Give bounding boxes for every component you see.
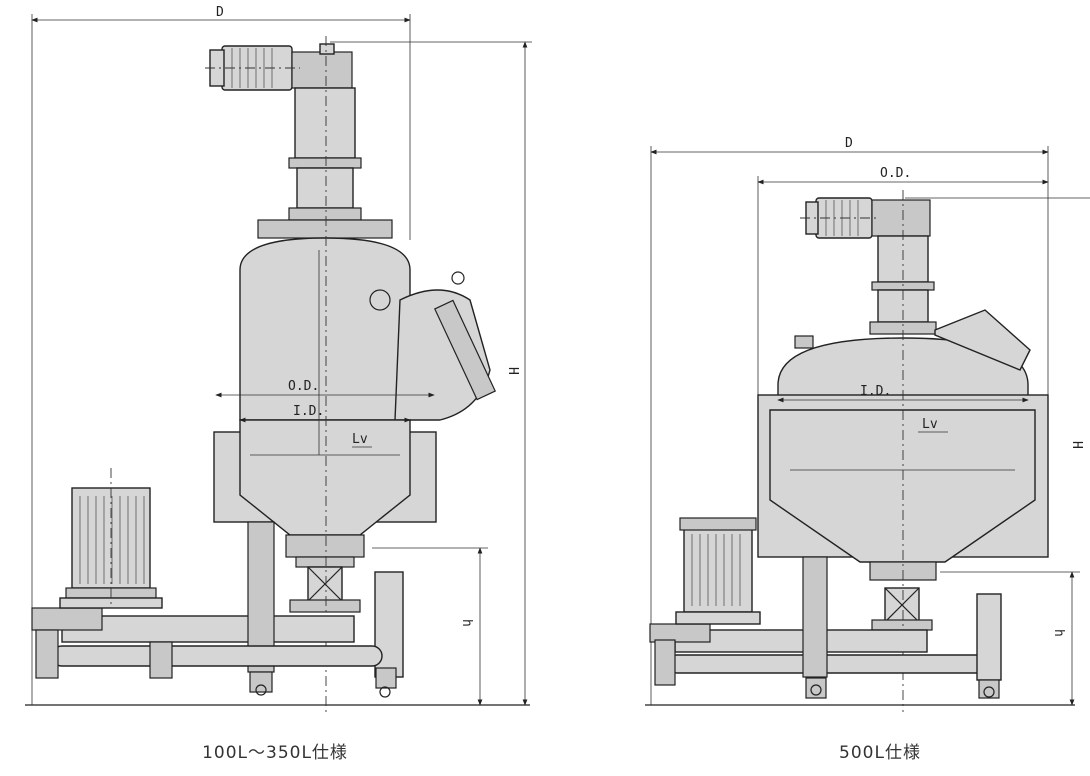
right-dim-h-upper-label: H <box>1069 441 1084 449</box>
right-dim-id-label: I.D. <box>860 384 891 399</box>
right-dim-d-label: D <box>845 136 853 151</box>
left-dim-h-upper-label: H <box>505 367 520 375</box>
left-level-label: Lv <box>352 432 368 447</box>
right-dim-h-lower-label: h <box>1051 629 1066 637</box>
left-dim-d-label: D <box>216 5 224 20</box>
left-dim-od-label: O.D. <box>288 379 319 394</box>
right-unit-drawing: D O.D. H h <box>645 136 1090 712</box>
right-dim-od-label: O.D. <box>880 166 911 181</box>
right-caption: 500L仕様 <box>839 743 921 763</box>
left-unit-drawing: D H h <box>25 5 532 712</box>
left-caption: 100L〜350L仕様 <box>202 743 348 763</box>
left-dim-h-lower-label: h <box>459 619 474 627</box>
left-dim-id-label: I.D. <box>293 404 324 419</box>
right-level-label: Lv <box>922 417 938 432</box>
